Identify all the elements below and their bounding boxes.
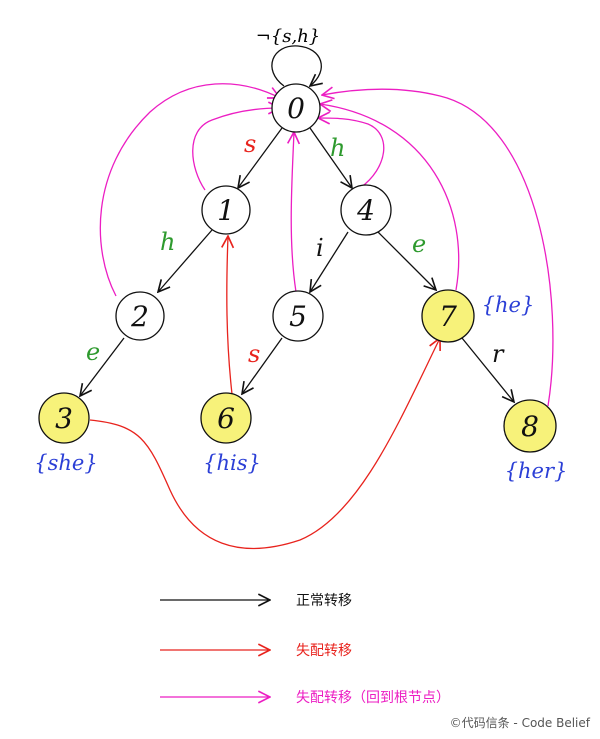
goto-edge-0-to-4 [309, 127, 352, 188]
edge-label-2-3: e [86, 338, 100, 366]
fail-edge-2-to-0 [99, 83, 280, 297]
fail-edge-8-to-0 [322, 89, 554, 407]
goto-edge-7-to-8 [461, 337, 514, 402]
edge-label-0-4: h [330, 134, 345, 162]
goto-edge-4-to-7 [377, 231, 436, 290]
edge-label-5-6: s [248, 340, 260, 368]
node-7: 7 [421, 289, 475, 343]
node-8-label: 8 [521, 410, 539, 443]
output-labels: {she} {his} {he} {her} [34, 293, 567, 483]
legend-label-fail: 失配转移 [296, 643, 352, 659]
fail-edge-3-to-7 [89, 338, 440, 550]
fail-edge-1-to-0 [192, 108, 280, 191]
fail-edge-7-to-0 [320, 104, 460, 291]
edge-label-4-7: e [412, 230, 426, 258]
goto-edge-5-to-6 [242, 337, 283, 394]
node-4-label: 4 [356, 194, 375, 227]
node-3-label: 3 [55, 402, 73, 435]
edge-label-4-5: i [316, 234, 324, 262]
legend-item-fail-root: 失配转移（回到根节点） [160, 690, 450, 706]
goto-edge-0-to-1 [238, 127, 283, 188]
node-5-label: 5 [289, 300, 307, 333]
goto-edge-2-to-3 [80, 337, 125, 396]
output-label-node-8: {her} [505, 459, 568, 483]
node-6: 6 [200, 392, 252, 444]
fail-edges [89, 236, 440, 550]
edge-label-0-1: s [244, 130, 256, 158]
goto-edge-4-to-5 [310, 231, 349, 292]
node-6-label: 6 [217, 402, 235, 435]
fail-root-edges [99, 83, 554, 407]
root-loop-label: ¬{s,h} [256, 26, 321, 47]
output-label-node-7: {he} [482, 293, 535, 317]
fail-edge-5-to-0 [291, 132, 296, 293]
fail-edge-6-to-1 [227, 236, 232, 395]
node-0-label: 0 [287, 92, 305, 125]
output-label-node-3: {she} [34, 451, 97, 475]
goto-edges [80, 127, 514, 402]
node-2-label: 2 [130, 300, 149, 333]
legend: 正常转移 失配转移 失配转移（回到根节点） [160, 593, 450, 706]
node-1: 1 [201, 185, 251, 235]
fail-edge-4-to-0 [318, 118, 385, 189]
edge-labels: s h h e i e s r [86, 130, 505, 368]
footer-credit: ©代码信条 - Code Belief [450, 716, 591, 730]
node-0: 0 [271, 83, 321, 133]
legend-item-normal: 正常转移 [160, 593, 352, 609]
edge-label-7-8: r [492, 340, 505, 368]
root-self-loop [271, 45, 321, 86]
nodes: 0 1 2 3 4 5 6 7 [38, 83, 557, 453]
output-label-node-6: {his} [203, 451, 261, 475]
node-3: 3 [38, 392, 90, 444]
legend-item-fail: 失配转移 [160, 643, 352, 659]
legend-label-normal: 正常转移 [296, 593, 352, 609]
node-5: 5 [272, 290, 324, 342]
goto-edge-1-to-2 [158, 229, 213, 292]
node-7-label: 7 [439, 300, 457, 333]
legend-label-fail-root: 失配转移（回到根节点） [296, 690, 450, 706]
node-1-label: 1 [217, 194, 235, 227]
node-8: 8 [503, 399, 557, 453]
node-2: 2 [115, 291, 165, 341]
edge-label-1-2: h [160, 228, 175, 256]
node-4: 4 [340, 184, 392, 236]
